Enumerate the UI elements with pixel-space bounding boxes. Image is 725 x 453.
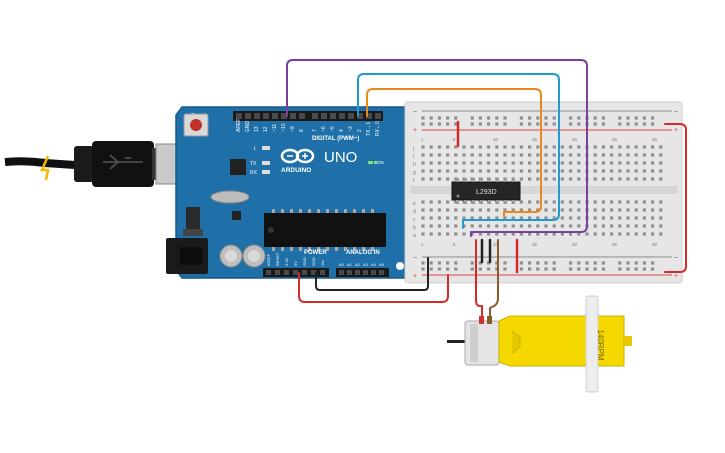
column-number: 30 <box>652 242 658 247</box>
analog-header <box>336 268 389 277</box>
column-number: 1 <box>421 242 424 247</box>
row-letter: i <box>413 154 414 160</box>
column-number: 10 <box>493 137 499 142</box>
rail-plus: + <box>674 127 678 134</box>
column-number: 30 <box>652 137 658 142</box>
pin-label: IOREF <box>266 253 271 266</box>
led-l-label: L <box>254 146 257 152</box>
atmega-chip <box>264 213 386 247</box>
pin-label: A1 <box>347 262 353 267</box>
column-number: 15 <box>532 137 538 142</box>
column-number: 20 <box>572 137 578 142</box>
dc-motor: 140RPM <box>447 295 632 393</box>
pin-label: GND <box>302 257 307 266</box>
wire-blue <box>357 73 560 229</box>
breadboard: − + − + − + − + j i h g f e d c b a 1 5 … <box>404 101 683 284</box>
pin-label: GND <box>245 121 251 133</box>
digital-label: DIGITAL (PWM~) <box>312 136 359 142</box>
row-letter: j <box>412 146 414 152</box>
wire-rail-bridge <box>664 123 687 273</box>
wire-gnd <box>315 257 429 291</box>
row-letter: g <box>413 170 416 176</box>
pin-label: 8 <box>299 129 305 132</box>
row-letter: c <box>413 217 416 223</box>
on-label: ON <box>377 160 384 165</box>
row-letter: a <box>413 233 416 239</box>
power-label: POWER <box>304 250 327 256</box>
pin-label: RX←0 <box>375 121 381 136</box>
column-number: 10 <box>493 242 499 247</box>
pin-label: 7 <box>312 129 318 132</box>
pin-label: A3 <box>363 262 369 267</box>
column-number: 25 <box>612 242 618 247</box>
analog-label: ANALOG IN <box>346 250 380 256</box>
breadboard-holes <box>421 116 663 271</box>
pin-label: 3.3V <box>284 257 289 266</box>
column-number: 1 <box>421 137 424 142</box>
motor-label: 140RPM <box>596 329 605 360</box>
pin-label: A2 <box>355 262 361 267</box>
pin-label: AREF <box>236 119 242 132</box>
row-letter: f <box>413 178 415 184</box>
pin-label: A0 <box>339 262 345 267</box>
pin-label: ~10 <box>281 123 287 132</box>
column-number: 5 <box>453 242 456 247</box>
pin-label: 4 <box>339 129 345 132</box>
pin-label: 12 <box>263 126 269 132</box>
rail-plus: + <box>674 273 678 280</box>
rail-minus: − <box>674 109 678 116</box>
pin-label: Vin <box>320 260 325 266</box>
voltage-regulator <box>186 207 200 231</box>
rail-minus: − <box>413 255 417 262</box>
column-number: 20 <box>572 242 578 247</box>
column-number: 5 <box>453 137 456 142</box>
wire-purple <box>286 59 588 237</box>
row-letter: d <box>413 209 416 215</box>
pin-label: 2 <box>357 129 363 132</box>
l293d-chip: L293D <box>451 178 521 204</box>
arduino-logo <box>280 148 315 164</box>
wire-orange <box>366 88 542 217</box>
model-label: UNO <box>324 149 357 166</box>
pin-label: A5 <box>379 262 385 267</box>
pin-label: ~9 <box>290 126 296 132</box>
pin-label: ~6 <box>321 126 327 132</box>
pin-label: TX→1 <box>366 122 372 136</box>
pin-label: GND <box>311 257 316 266</box>
column-number: 15 <box>532 242 538 247</box>
arduino-board: AREF GND 13 12 ~11 ~10 ~9 8 7 ~6 ~5 4 ~3… <box>166 106 413 279</box>
rail-minus: − <box>413 109 417 116</box>
wire-5v <box>298 272 449 303</box>
brand-label: ARDUINO <box>281 167 311 174</box>
row-letter: e <box>413 201 416 207</box>
crystal <box>210 190 250 204</box>
pin-label: ~5 <box>330 126 336 132</box>
wire-motor-red <box>475 239 483 319</box>
rail-plus: + <box>413 273 417 280</box>
pin-label: 13 <box>254 126 260 132</box>
pin-label: A4 <box>371 262 377 267</box>
pin-label: ~11 <box>272 124 278 132</box>
led-tx-label: TX <box>250 161 257 167</box>
column-number: 25 <box>612 137 618 142</box>
rail-minus: − <box>674 255 678 262</box>
usb-chip <box>230 159 246 175</box>
pin-label: ~3 <box>348 126 354 132</box>
chip-label: L293D <box>476 189 497 196</box>
row-letter: h <box>413 162 416 168</box>
pin-label: RESET <box>275 252 280 266</box>
wires <box>286 59 687 319</box>
led-rx-label: RX <box>250 170 258 176</box>
row-letter: b <box>413 225 416 231</box>
rail-plus: + <box>413 127 417 134</box>
wire-motor-brown <box>489 239 499 319</box>
pin-label: 5V <box>293 261 298 266</box>
